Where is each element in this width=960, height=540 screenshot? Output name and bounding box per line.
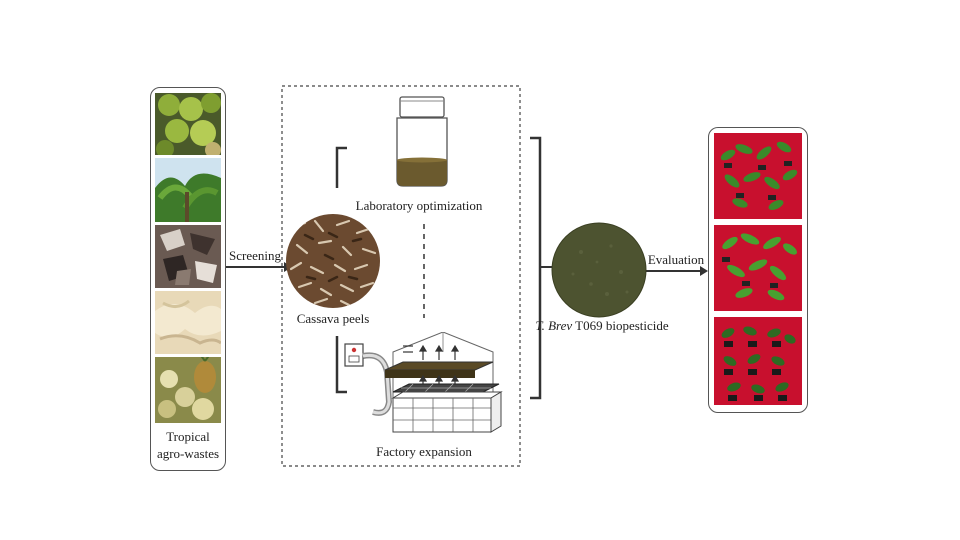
right-bracket — [530, 136, 542, 400]
cassava-peels-label: Cassava peels — [296, 311, 370, 326]
seedlings-photo-1 — [714, 133, 802, 219]
factory-expansion-label: Factory expansion — [376, 444, 472, 459]
agro-wastes-panel: Tropical agro-wastes — [150, 87, 226, 471]
sawdust-photo — [155, 291, 221, 354]
lab-jar-icon — [394, 96, 450, 188]
source-label-line1: Tropical — [166, 429, 210, 444]
upper-bracket — [335, 146, 347, 188]
product-label: T. Brev T069 biopesticide — [528, 318, 676, 334]
biopesticide-product-image — [551, 222, 647, 318]
coconuts-photo — [155, 93, 221, 155]
factory-apparatus-icon — [343, 331, 503, 440]
pineapple-waste-photo — [155, 357, 221, 423]
process-box — [281, 85, 521, 467]
seedlings-photo-2 — [714, 225, 802, 311]
product-label-species: T. Brev — [535, 318, 573, 333]
evaluation-panel — [708, 127, 808, 413]
source-label: Tropical agro-wastes — [151, 428, 225, 462]
lab-optimization-label: Laboratory optimization — [355, 198, 483, 213]
lower-bracket — [335, 336, 347, 394]
source-label-line2: agro-wastes — [156, 446, 220, 461]
banana-plants-photo — [155, 158, 221, 222]
evaluation-label: Evaluation — [647, 252, 705, 267]
seedlings-photo-3 — [714, 317, 802, 405]
cassava-peels-image — [285, 213, 381, 309]
dry-leaves-photo — [155, 225, 221, 288]
product-label-rest: T069 biopesticide — [572, 318, 669, 333]
screening-label: Screening — [229, 248, 281, 263]
evaluation-arrowhead — [700, 266, 708, 276]
